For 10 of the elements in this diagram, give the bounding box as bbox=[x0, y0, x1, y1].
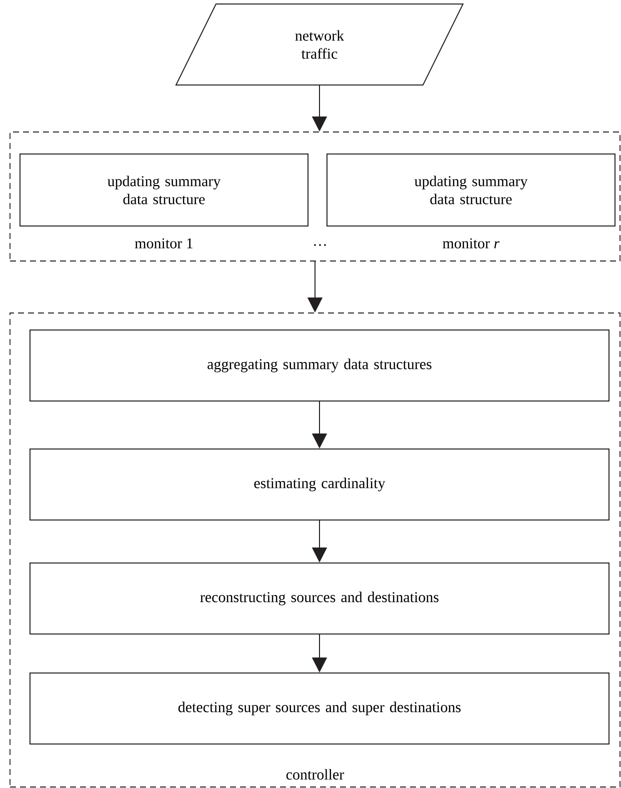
ellipsis-text: … bbox=[314, 244, 326, 246]
box-caption: monitor r bbox=[442, 238, 500, 248]
process-box: reconstructing sources and destinations bbox=[30, 562, 610, 634]
process-box: estimating cardinality bbox=[30, 448, 610, 520]
process-box: detecting super sources and super destinations bbox=[30, 672, 610, 744]
process-box: updating summary data structure bbox=[20, 154, 308, 226]
process-box: aggregating summary data structures bbox=[30, 330, 610, 402]
process-box: updating summary data structure bbox=[326, 154, 616, 226]
dashed-group-box bbox=[10, 132, 620, 262]
box-caption: monitor 1 bbox=[134, 238, 192, 248]
